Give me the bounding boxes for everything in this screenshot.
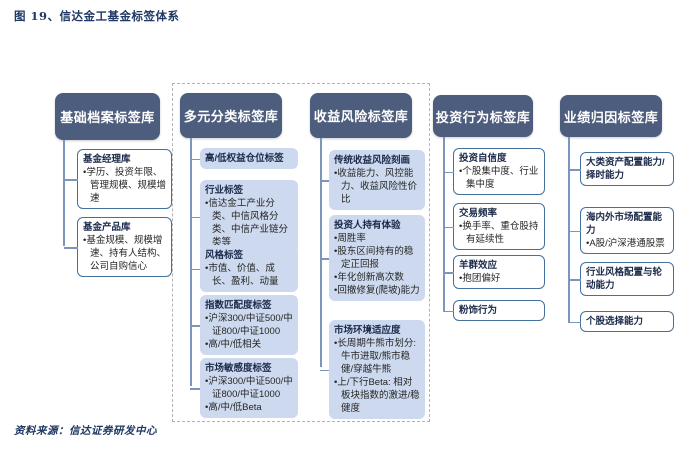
label-box-domestic-overseas-allocation: 海内外市场配置能力 •A股/沪深港通股票 xyxy=(569,207,674,254)
label-box-bullets: •长周期牛熊市划分: 牛市进取/熊市稳健/穿越牛熊•上/下行Beta: 相对板块… xyxy=(334,337,420,415)
bullet-item: •年化创新高次数 xyxy=(334,272,404,283)
label-box-title: 风格标签 xyxy=(205,250,244,261)
label-box-bullets: •周胜率 •股东区间持有的稳定正回报 •年化创新高次数 •回撤修复(爬坡)能力 xyxy=(334,232,420,297)
bullet-item: •长周期牛熊市划分: 牛市进取/熊市稳健/穿越牛熊 xyxy=(334,338,416,375)
bullet-item: •沪深300/中证500/中证800/中证1000 xyxy=(205,376,293,400)
bullet-item: •周胜率 xyxy=(334,233,366,244)
column-header-performance-attribution: 业绩归因标签库 xyxy=(560,95,662,137)
bullet-item: •收益能力、风控能力、收益风险性价比 xyxy=(334,168,418,205)
connector-line xyxy=(320,138,322,367)
label-box-bullets: •沪深300/中证500/中证800/中证1000 •高/中/低Beta xyxy=(205,375,293,414)
bullet-item: •沪深300/中证500/中证800/中证1000 xyxy=(205,313,293,337)
label-box-investment-confidence: 投资自信度 •个股集中度、行业集中度 xyxy=(444,148,545,195)
label-box-title: 传统收益风险刻画 xyxy=(334,155,411,166)
label-box-style: 风格标签 •市值、价值、成长、盈利、动量 xyxy=(190,245,298,292)
label-box-bullets: •市值、价值、成长、盈利、动量 xyxy=(205,262,293,288)
label-box-title: 粉饰行为 xyxy=(459,305,498,316)
label-box-bullets: •收益能力、风控能力、收益风险性价比 xyxy=(334,167,420,206)
label-box-title: 指数匹配度标签 xyxy=(205,300,272,311)
label-box-bullets: •信达金工产业分类、中信风格分类、中信产业链分类等 xyxy=(205,197,293,249)
label-box-title: 基金经理库 xyxy=(83,154,131,165)
label-box-trading-frequency: 交易频率 •换手率、重仓股持有延续性 xyxy=(444,203,545,250)
column-header-multi-classification: 多元分类标签库 xyxy=(180,93,282,138)
label-box-bullets: •学历、投资年限、管理规模、规模增速 xyxy=(83,166,166,205)
bullet-item: •A股/沪深港通股票 xyxy=(586,238,665,249)
label-box-title: 高/低权益仓位标签 xyxy=(205,153,284,164)
bullet-item: •上/下行Beta: 相对板块指数的激进/稳健度 xyxy=(334,377,420,414)
label-box-title: 大类资产配置能力/择时能力 xyxy=(586,157,665,181)
label-box-equity-position: 高/低权益仓位标签 xyxy=(190,148,298,169)
label-box-bullets: •沪深300/中证500/中证800/中证1000 •高/中/低相关 xyxy=(205,312,293,351)
bullet-item: •学历、投资年限、管理规模、规模增速 xyxy=(83,167,167,204)
dashed-group-border xyxy=(172,83,430,422)
bullet-item: •股东区间持有的稳定正回报 xyxy=(334,246,414,270)
connector-line xyxy=(190,138,192,386)
label-box-title: 交易频率 xyxy=(459,208,498,219)
connector-line xyxy=(568,137,570,323)
label-box-bullets: •A股/沪深港通股票 xyxy=(586,237,668,250)
label-box-title: 投资自信度 xyxy=(459,153,507,164)
bullet-item: •基金规模、规模增速、持有人结构、公司自购信心 xyxy=(83,235,167,272)
label-box-index-matching: 指数匹配度标签 •沪深300/中证500/中证800/中证1000 •高/中/低相… xyxy=(190,295,298,355)
label-box-stock-selection: 个股选择能力 xyxy=(569,311,674,332)
label-box-bullets: •基金规模、规模增速、持有人结构、公司自购信心 xyxy=(83,234,166,273)
label-box-title: 基金产品库 xyxy=(83,222,131,233)
bullet-item: •抱团偏好 xyxy=(459,273,501,284)
column-header-return-risk: 收益风险标签库 xyxy=(310,93,412,138)
connector-line xyxy=(443,137,445,312)
label-box-traditional-return-risk: 传统收益风险刻画 •收益能力、风控能力、收益风险性价比 xyxy=(320,150,425,210)
label-box-fund-product-db: 基金产品库 •基金规模、规模增速、持有人结构、公司自购信心 xyxy=(64,217,172,277)
label-box-title: 羊群效应 xyxy=(459,260,498,271)
label-box-title: 市场环境适应度 xyxy=(334,325,401,336)
bullet-item: •换手率、重仓股持有延续性 xyxy=(459,221,539,245)
label-box-market-sensitivity: 市场敏感度标签 •沪深300/中证500/中证800/中证1000 •高/中/低B… xyxy=(190,358,298,418)
label-box-title: 投资人持有体验 xyxy=(334,220,401,231)
label-box-industry-style-rotation: 行业风格配置与轮动能力 xyxy=(569,262,674,296)
label-box-title: 行业标签 xyxy=(205,185,244,196)
bullet-item: •回撤修复(爬坡)能力 xyxy=(334,285,420,296)
bullet-item: •高/中/低Beta xyxy=(205,402,262,413)
connector-line xyxy=(63,140,65,246)
column-header-investment-behavior: 投资行为标签库 xyxy=(433,95,533,137)
label-box-fund-manager-db: 基金经理库 •学历、投资年限、管理规模、规模增速 xyxy=(64,149,172,209)
label-box-market-adaptability: 市场环境适应度 •长周期牛熊市划分: 牛市进取/熊市稳健/穿越牛熊•上/下行Be… xyxy=(320,320,425,419)
label-box-window-dressing: 粉饰行为 xyxy=(444,300,545,321)
label-box-title: 海内外市场配置能力 xyxy=(586,212,663,236)
label-box-bullets: •换手率、重仓股持有延续性 xyxy=(459,220,539,246)
bullet-item: •个股集中度、行业集中度 xyxy=(459,166,539,190)
label-box-title: 市场敏感度标签 xyxy=(205,363,272,374)
bullet-item: •市值、价值、成长、盈利、动量 xyxy=(205,263,279,287)
bullet-item: •高/中/低相关 xyxy=(205,339,262,350)
label-box-title: 行业风格配置与轮动能力 xyxy=(586,267,663,291)
label-box-holder-experience: 投资人持有体验 •周胜率 •股东区间持有的稳定正回报 •年化创新高次数 •回撤修复(爬… xyxy=(320,215,425,301)
figure-title: 图 19、信达金工基金标签体系 xyxy=(14,9,180,23)
label-box-industry: 行业标签 •信达金工产业分类、中信风格分类、中信产业链分类等 xyxy=(190,180,298,253)
column-header-basic-archive: 基础档案标签库 xyxy=(55,93,160,140)
label-box-bullets: •个股集中度、行业集中度 xyxy=(459,165,539,191)
label-box-herding-effect: 羊群效应 •抱团偏好 xyxy=(444,255,545,289)
label-box-bullets: •抱团偏好 xyxy=(459,272,539,285)
label-box-asset-allocation-timing: 大类资产配置能力/择时能力 xyxy=(569,152,674,186)
bullet-item: •信达金工产业分类、中信风格分类、中信产业链分类等 xyxy=(205,198,289,248)
label-box-title: 个股选择能力 xyxy=(586,316,644,327)
figure-source: 资料来源：信达证券研发中心 xyxy=(14,425,157,437)
